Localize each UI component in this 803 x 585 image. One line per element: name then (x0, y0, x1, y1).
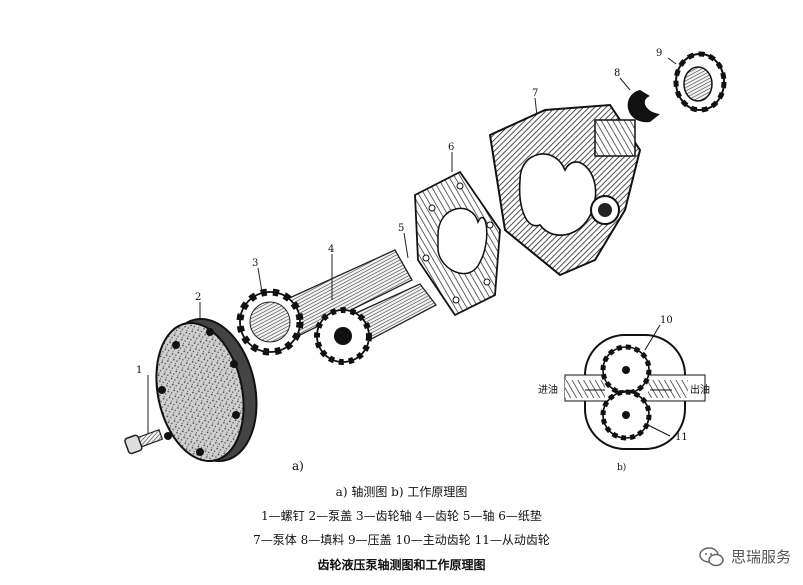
watermark: 思瑞服务 (699, 546, 791, 567)
label-11: 11 (675, 432, 688, 443)
label-5: 5 (398, 223, 404, 234)
label-1: 1 (136, 365, 142, 376)
label-4: 4 (328, 244, 334, 255)
label-9: 9 (656, 48, 662, 59)
caption-title: 齿轮液压泵轴测图和工作原理图 (317, 558, 486, 572)
watermark-text: 思瑞服务 (730, 548, 791, 566)
wechat-icon (699, 546, 724, 566)
label-10: 10 (660, 315, 673, 326)
label-3: 3 (252, 258, 258, 269)
caption-subfigures: a) 轴测图 b) 工作原理图 (335, 485, 468, 499)
label-2: 2 (195, 292, 201, 303)
part-shaft (403, 232, 409, 259)
caption-legend-line2: 7—泵体 8—填料 9—压盖 10—主动齿轮 11—从动齿轮 (253, 533, 550, 547)
outlet-label: 出油 (690, 383, 710, 396)
part-pump-cover (155, 302, 258, 463)
part-paper-gasket (414, 152, 501, 317)
label-6: 6 (448, 142, 454, 153)
principle-diagram (564, 324, 706, 450)
caption-legend-line1: 1—螺钉 2—泵盖 3—齿轮轴 4—齿轮 5—轴 6—纸垫 (261, 509, 542, 523)
part-gear-shaft (236, 249, 413, 356)
label-7: 7 (532, 88, 538, 99)
part-screw (124, 375, 164, 455)
principle-labels: 10 11 进油 出油 b) (538, 315, 710, 473)
part-gear (314, 254, 437, 365)
part-packing (619, 77, 660, 123)
label-8: 8 (614, 68, 620, 79)
inlet-label: 进油 (538, 383, 558, 396)
sub-label-b: b) (617, 462, 626, 473)
sub-label-a: a) (292, 459, 304, 473)
part-gland (667, 51, 727, 113)
part-labels: 1 2 3 4 5 6 7 8 9 a) (136, 48, 662, 473)
part-pump-body (488, 97, 642, 277)
